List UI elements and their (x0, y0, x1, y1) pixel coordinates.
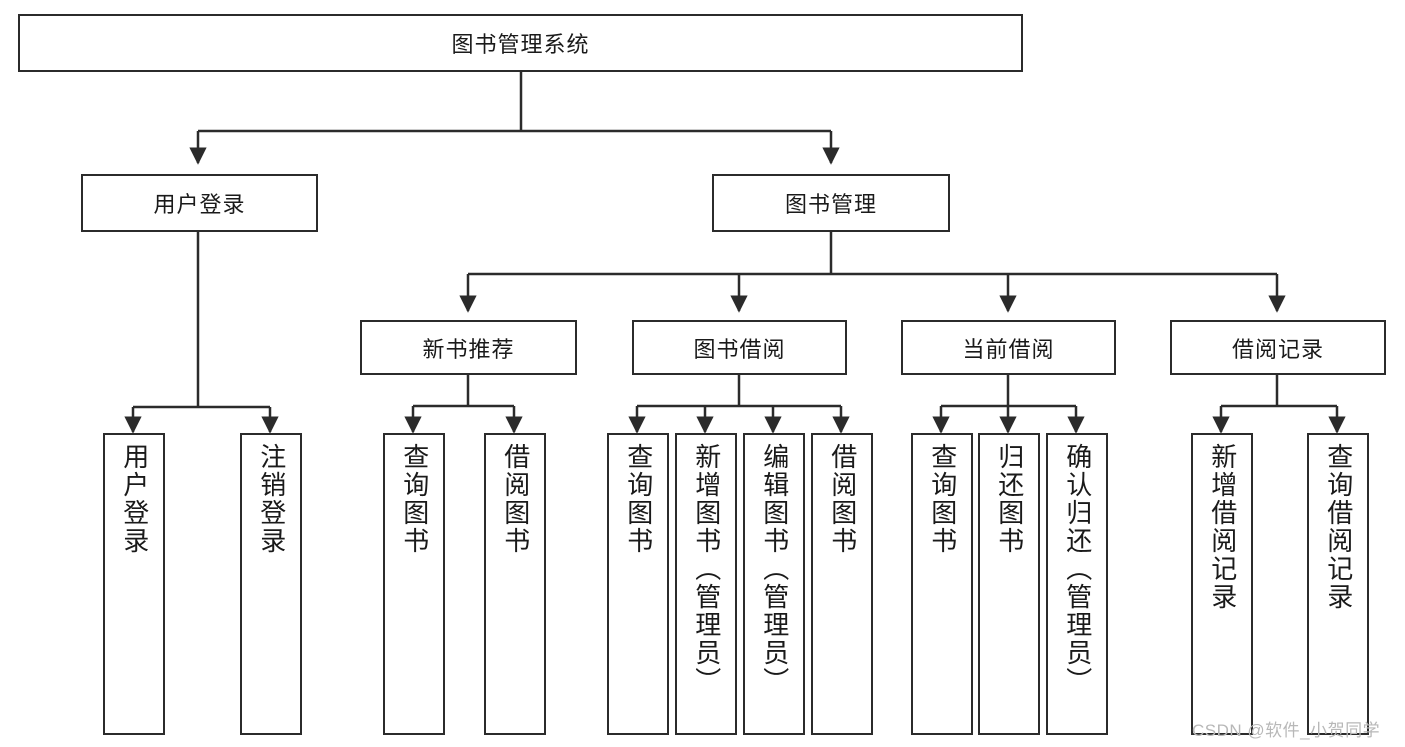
node-book-borrow[interactable]: 图书借阅 (632, 320, 847, 375)
leaf-add-book-admin[interactable]: 新增图书（管理员） (675, 433, 737, 735)
leaf-query-book-recommend[interactable]: 查询图书 (383, 433, 445, 735)
leaf-query-book-current[interactable]: 查询图书 (911, 433, 973, 735)
leaf-edit-book-admin-label: 编辑图书（管理员） (759, 443, 790, 695)
node-user-login[interactable]: 用户登录 (81, 174, 318, 232)
leaf-query-book-borrow-label: 查询图书 (623, 443, 654, 555)
leaf-user-login[interactable]: 用户登录 (103, 433, 165, 735)
node-borrow-records[interactable]: 借阅记录 (1170, 320, 1386, 375)
leaf-add-book-admin-label: 新增图书（管理员） (691, 443, 722, 695)
leaf-edit-book-admin[interactable]: 编辑图书（管理员） (743, 433, 805, 735)
leaf-borrow-book[interactable]: 借阅图书 (811, 433, 873, 735)
leaf-return-book-label: 归还图书 (994, 443, 1025, 555)
leaf-borrow-book-recommend[interactable]: 借阅图书 (484, 433, 546, 735)
leaf-add-borrow-record-label: 新增借阅记录 (1207, 443, 1238, 611)
node-root-label: 图书管理系统 (451, 32, 590, 57)
csdn-watermark: CSDN @软件_小贺同学 (1192, 721, 1381, 740)
node-book-management[interactable]: 图书管理 (712, 174, 950, 232)
leaf-query-book-current-label: 查询图书 (927, 443, 958, 555)
node-new-book-recommend-label: 新书推荐 (422, 336, 515, 362)
node-book-borrow-label: 图书借阅 (693, 336, 786, 362)
node-current-borrow[interactable]: 当前借阅 (901, 320, 1116, 375)
node-user-login-label: 用户登录 (153, 192, 246, 217)
leaf-query-book-recommend-label: 查询图书 (399, 443, 430, 555)
leaf-return-book[interactable]: 归还图书 (978, 433, 1040, 735)
leaf-user-login-label: 用户登录 (119, 443, 150, 555)
node-borrow-records-label: 借阅记录 (1231, 336, 1324, 362)
leaf-confirm-return-admin-label: 确认归还（管理员） (1062, 443, 1093, 695)
node-new-book-recommend[interactable]: 新书推荐 (360, 320, 577, 375)
node-book-management-label: 图书管理 (784, 192, 877, 217)
leaf-query-book-borrow[interactable]: 查询图书 (607, 433, 669, 735)
leaf-confirm-return-admin[interactable]: 确认归还（管理员） (1046, 433, 1108, 735)
leaf-query-borrow-record[interactable]: 查询借阅记录 (1307, 433, 1369, 735)
leaf-logout-label: 注销登录 (256, 443, 287, 555)
leaf-borrow-book-label: 借阅图书 (827, 443, 858, 555)
leaf-query-borrow-record-label: 查询借阅记录 (1323, 443, 1354, 611)
leaf-add-borrow-record[interactable]: 新增借阅记录 (1191, 433, 1253, 735)
node-current-borrow-label: 当前借阅 (962, 336, 1055, 362)
leaf-logout[interactable]: 注销登录 (240, 433, 302, 735)
leaf-borrow-book-recommend-label: 借阅图书 (500, 443, 531, 555)
node-root[interactable]: 图书管理系统 (18, 14, 1023, 72)
